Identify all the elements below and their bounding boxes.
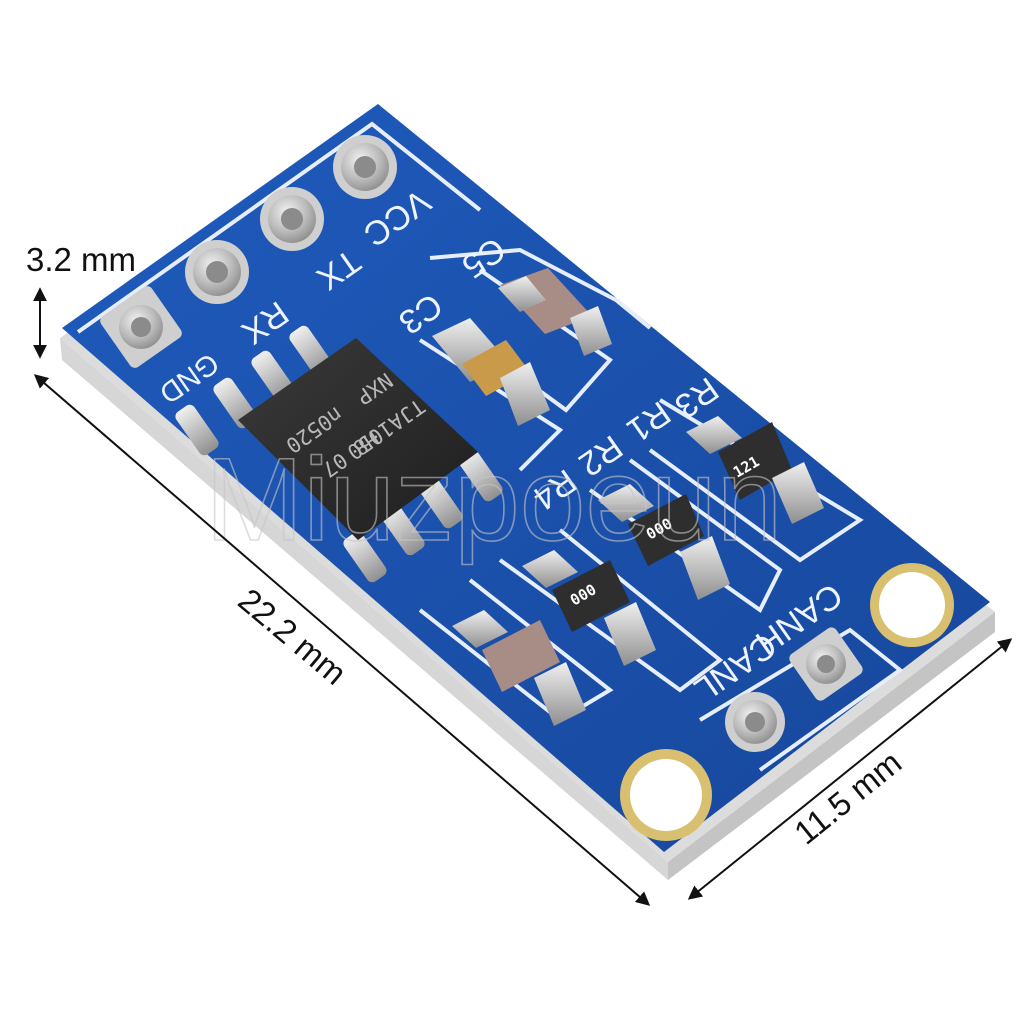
pin-rx-pad (185, 240, 249, 304)
width-arrow (687, 638, 1013, 900)
resistor-r3: 121 (686, 416, 824, 524)
thickness-label: 3.2 mm (26, 241, 136, 278)
header-pins (100, 135, 397, 368)
watermark-text: Miuzpoeun (205, 434, 782, 566)
length-arrow (33, 374, 651, 906)
capacitor-c5 (498, 268, 612, 356)
pin-canl-pad (725, 692, 785, 752)
pin-gnd-pad (100, 286, 182, 368)
pin-tx-pad (260, 187, 324, 251)
pin-vcc-pad (333, 135, 397, 199)
